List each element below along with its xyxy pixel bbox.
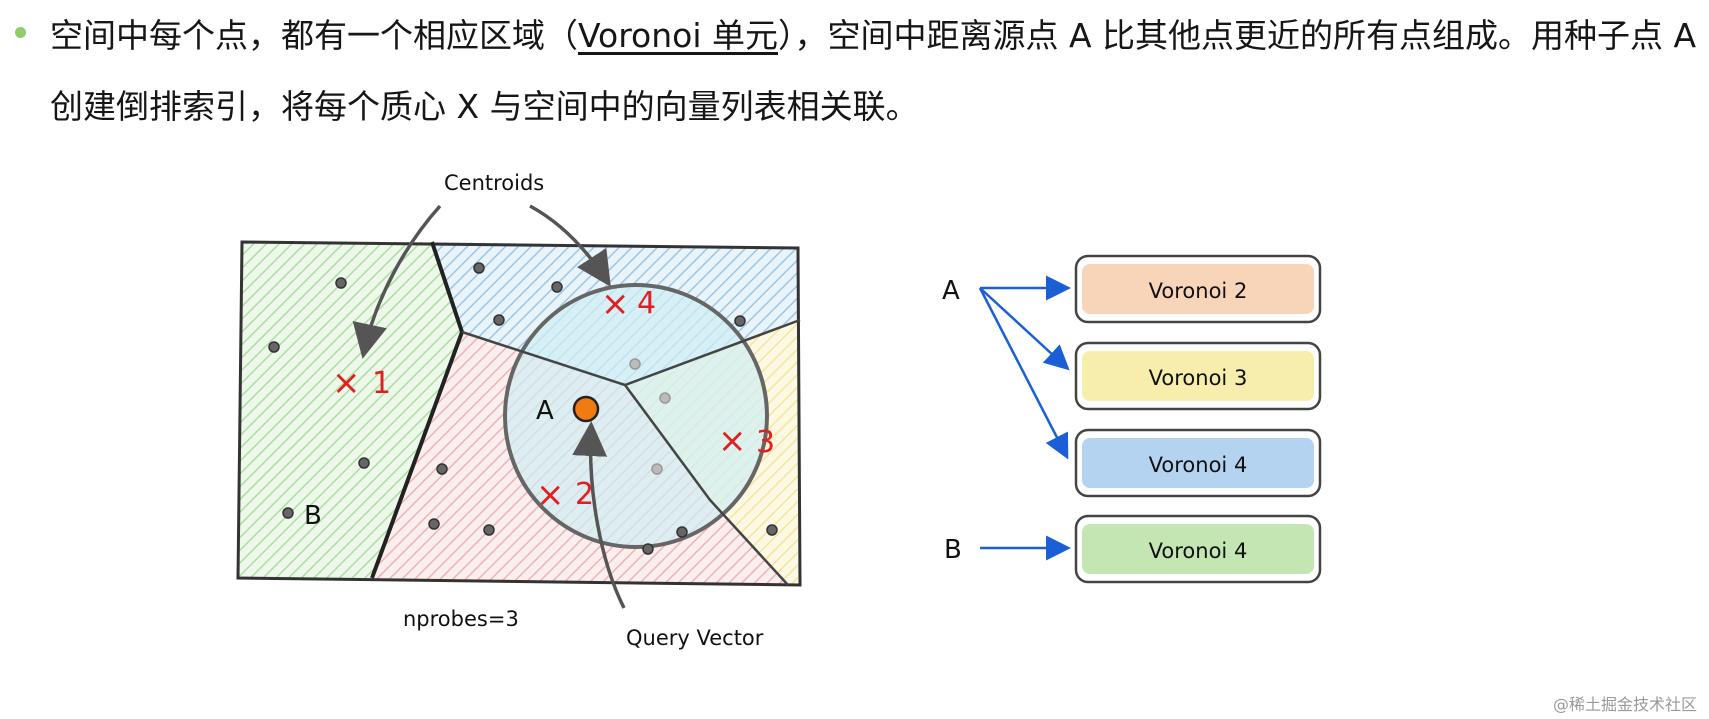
index-source-b: B [944, 535, 962, 565]
data-point [358, 457, 370, 469]
nprobes-label: nprobes=3 [403, 607, 519, 631]
data-point [659, 392, 671, 404]
region-green [238, 242, 462, 578]
data-point [629, 358, 641, 370]
query-vector-arrow [572, 421, 626, 609]
data-point [268, 341, 280, 353]
index-cell-label: Voronoi 4 [1149, 539, 1248, 563]
index-cell-voronoi-4-a: Voronoi 4 [1074, 428, 1322, 498]
index-cell-label: Voronoi 3 [1149, 366, 1248, 390]
centroid-3: × 3 [718, 421, 775, 461]
centroid-1: × 1 [332, 363, 391, 403]
centroid-x-icon: × [601, 284, 630, 324]
index-arrow-a-3 [979, 287, 1070, 371]
index-cell-voronoi-2: Voronoi 2 [1074, 254, 1322, 324]
query-point-a [572, 395, 600, 423]
index-cell-label: Voronoi 2 [1149, 279, 1248, 303]
boundary-line [623, 384, 789, 586]
index-arrow-a-4 [978, 287, 1069, 460]
data-point [551, 281, 563, 293]
bullet-text-part2: ），空间中距离源点 A 比其他点更近的所有点组成。用种子点 A 创建倒排索引，将… [50, 16, 1697, 126]
centroid-label-3: 3 [756, 425, 775, 460]
data-point [766, 524, 778, 536]
centroid-x-icon: × [536, 475, 565, 515]
data-point [642, 543, 654, 555]
centroid-arrow-4 [529, 204, 611, 287]
centroid-4: × 4 [601, 284, 656, 324]
centroids-label: Centroids [444, 171, 544, 195]
centroid-label-2: 2 [575, 477, 594, 512]
index-cell-voronoi-3: Voronoi 3 [1074, 341, 1322, 411]
data-point [483, 524, 495, 536]
data-points [268, 262, 778, 555]
bullet-text-part1: 空间中每个点，都有一个相应区域（ [50, 16, 578, 55]
centroid-label-1: 1 [372, 366, 391, 401]
query-point-a-label: A [536, 396, 554, 426]
query-vector-label: Query Vector [626, 626, 764, 650]
watermark: @稀土掘金技术社区 [1552, 695, 1697, 714]
data-point [428, 518, 440, 530]
index-cell-voronoi-4-b: Voronoi 4 [1074, 514, 1322, 584]
data-point [651, 463, 663, 475]
centroid-label-4: 4 [637, 286, 656, 321]
data-point [493, 314, 505, 326]
data-point [734, 315, 746, 327]
centroid-x-icon: × [718, 421, 747, 461]
voronoi-cell-link[interactable]: Voronoi 单元 [578, 16, 778, 55]
data-point [335, 277, 347, 289]
bullet-dot [15, 27, 26, 38]
search-radius-circle [503, 283, 769, 549]
index-source-a: A [942, 276, 960, 306]
data-point [676, 526, 688, 538]
data-point [473, 262, 485, 274]
bullet-text: 空间中每个点，都有一个相应区域（Voronoi 单元），空间中距离源点 A 比其… [50, 0, 1700, 142]
space-border [236, 240, 802, 587]
centroid-arrow-1 [352, 204, 442, 359]
point-b-label: B [304, 501, 322, 531]
index-cell-label: Voronoi 4 [1149, 453, 1248, 477]
data-point [436, 463, 448, 475]
data-point [282, 507, 294, 519]
centroid-x-icon: × [332, 363, 361, 403]
centroid-2: × 2 [536, 475, 594, 515]
